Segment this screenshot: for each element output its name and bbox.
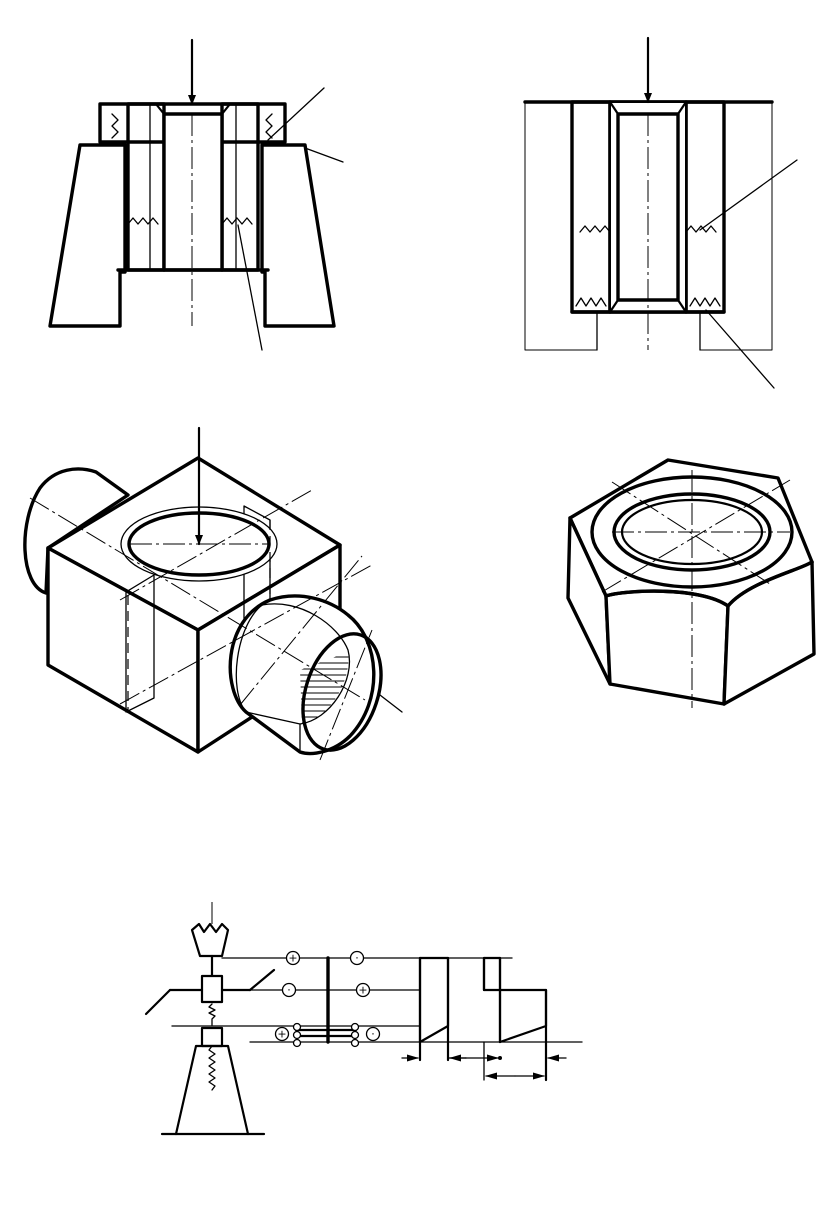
bushing-bore [162,112,224,272]
panel-cube-cross-bore [23,426,403,761]
stress-profile-3 [498,988,548,1044]
panel-threaded-bushing-housing [523,36,798,389]
thread-zigzag [111,113,119,139]
upper-block [200,974,224,1004]
minus-sign: · [287,984,291,997]
leader-line [237,224,263,351]
bushing-body-right [220,102,260,272]
plus-sign: + [277,1028,286,1041]
leader-line [304,147,344,163]
charge-symbols: + · · + + · [274,950,381,1048]
cylinder-end-ellipse [301,632,383,752]
crown-sensor [190,922,230,958]
tapered-part-left-wall [48,143,127,328]
tapered-part-right-wall [260,143,336,328]
plus-sign: + [358,984,367,997]
hex-body-front-face [604,589,730,706]
minus-sign: · [355,952,359,965]
bushing-body-left [126,102,166,272]
leader-line [705,309,775,389]
leader-line [699,159,798,231]
panel-threaded-bushing-tapered [48,38,344,351]
stress-profile-1 [418,956,450,1044]
section-hatch [125,574,155,713]
stress-profile-2 [482,956,502,992]
panel-hex-nut [566,458,816,708]
support-base [174,1044,250,1136]
plus-sign: + [288,952,297,965]
panel-stress-wave-schematic: + · · + + · [144,902,583,1136]
bushing-wall-right [684,100,726,314]
bushing-wall-left [570,100,612,314]
leader-line [267,87,325,141]
lower-block [200,1026,224,1048]
boss-left [23,467,130,595]
minus-sign: · [371,1028,375,1041]
